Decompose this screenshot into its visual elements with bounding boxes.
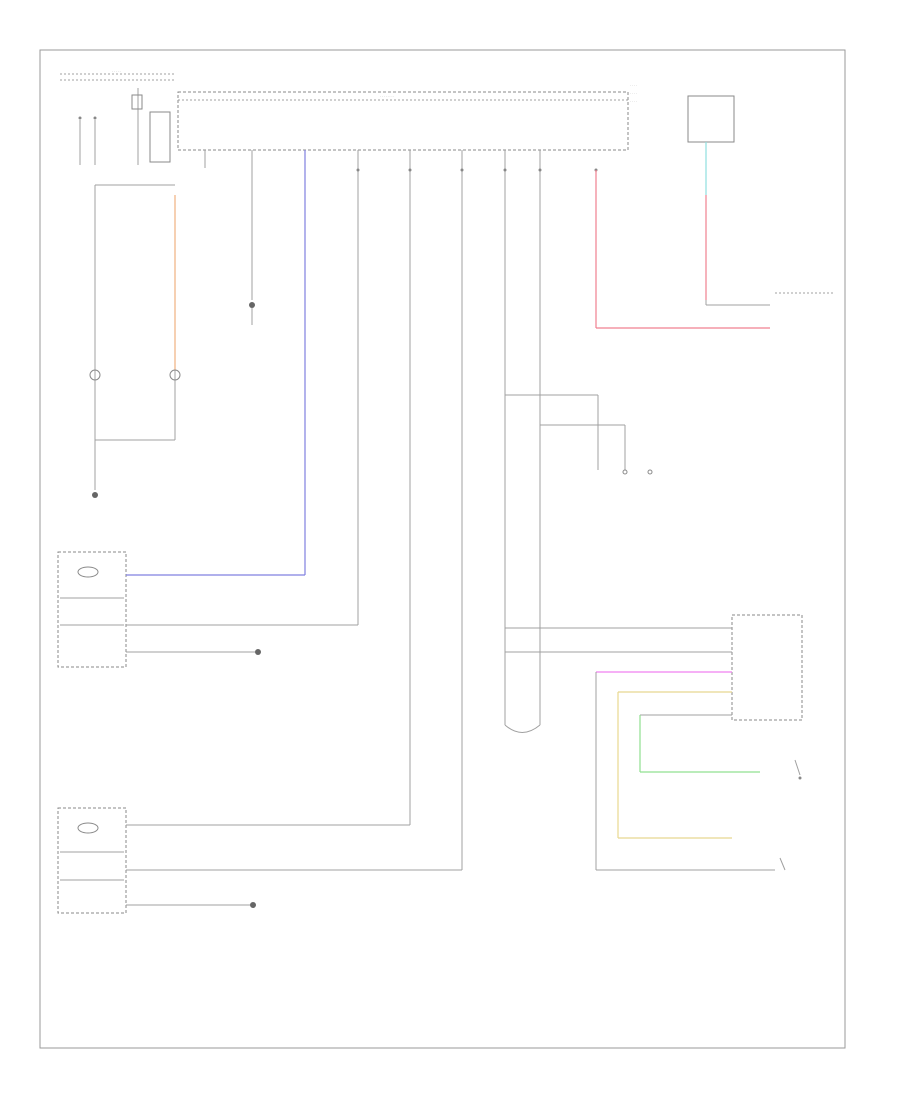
switch-icon — [622, 469, 653, 475]
module-terminals — [204, 150, 598, 870]
front-control-module: . . . . . . . . . . . . . . . . . . . . — [177, 83, 637, 151]
front-lamps — [89, 184, 181, 498]
right-control-module — [505, 614, 803, 871]
relay — [687, 95, 835, 306]
ground-icon — [249, 302, 255, 308]
svg-text:. . . .: . . . . — [630, 83, 637, 87]
svg-text:. . . .: . . . . — [630, 99, 637, 103]
lamp-icon — [89, 369, 181, 381]
svg-text:. . . . .: . . . . . — [112, 69, 121, 73]
fuse-strip: . . . . . — [60, 69, 175, 165]
switch-icon — [779, 759, 802, 871]
diagram-border — [39, 49, 846, 1049]
svg-text:. . . .: . . . . — [630, 91, 637, 95]
svg-text:. . . . . . . .: . . . . . . . . — [380, 94, 394, 98]
left-headlamp — [57, 150, 358, 668]
center-switches — [504, 394, 653, 733]
right-headlamp — [57, 807, 462, 914]
wire-pink — [595, 170, 770, 329]
